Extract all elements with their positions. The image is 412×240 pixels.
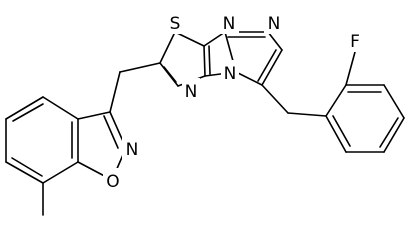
atom-n5: N — [122, 136, 142, 160]
atom-f1: F — [346, 28, 364, 52]
bond — [287, 112, 327, 117]
bond — [261, 84, 289, 114]
bond — [379, 117, 399, 148]
atom-label-nitrogen: N — [224, 64, 237, 84]
bond — [109, 71, 121, 113]
bond — [77, 111, 111, 120]
bond — [119, 62, 161, 73]
bond — [235, 71, 263, 86]
atom-n3: N — [221, 60, 239, 84]
bond — [5, 96, 44, 120]
bond — [42, 96, 79, 120]
atom-s1: S — [165, 10, 185, 34]
bond — [103, 115, 119, 149]
atom-label-nitrogen: N — [268, 14, 281, 34]
bond — [383, 117, 405, 153]
bond — [325, 84, 347, 117]
bond — [5, 161, 44, 184]
bond — [383, 84, 405, 119]
bond — [163, 66, 177, 83]
atom-n4: N — [182, 78, 200, 102]
atom-label-fluorine: F — [350, 32, 360, 52]
bond — [11, 157, 43, 177]
bond-layer — [5, 31, 405, 216]
bond — [203, 31, 226, 47]
bond — [12, 103, 44, 122]
atom-label-nitrogen: N — [185, 82, 198, 102]
bond — [42, 161, 79, 184]
bond — [208, 45, 211, 75]
atom-n2: N — [264, 10, 284, 34]
bond — [257, 49, 277, 82]
bond — [345, 51, 356, 86]
molecule-structure: S N N N N N F O — [5, 10, 405, 216]
bond — [332, 115, 351, 147]
bond — [159, 31, 176, 64]
bond — [261, 49, 283, 86]
atom-n1: N — [219, 10, 239, 34]
bond — [325, 115, 347, 153]
atom-label-sulfur: S — [170, 14, 181, 34]
bond — [267, 31, 283, 51]
atom-label-nitrogen: N — [126, 140, 139, 160]
atom-label-nitrogen: N — [223, 14, 236, 34]
bond — [174, 31, 205, 47]
bond — [203, 45, 206, 77]
atom-label-oxygen: O — [106, 172, 119, 192]
atom-o1: O — [103, 168, 123, 192]
